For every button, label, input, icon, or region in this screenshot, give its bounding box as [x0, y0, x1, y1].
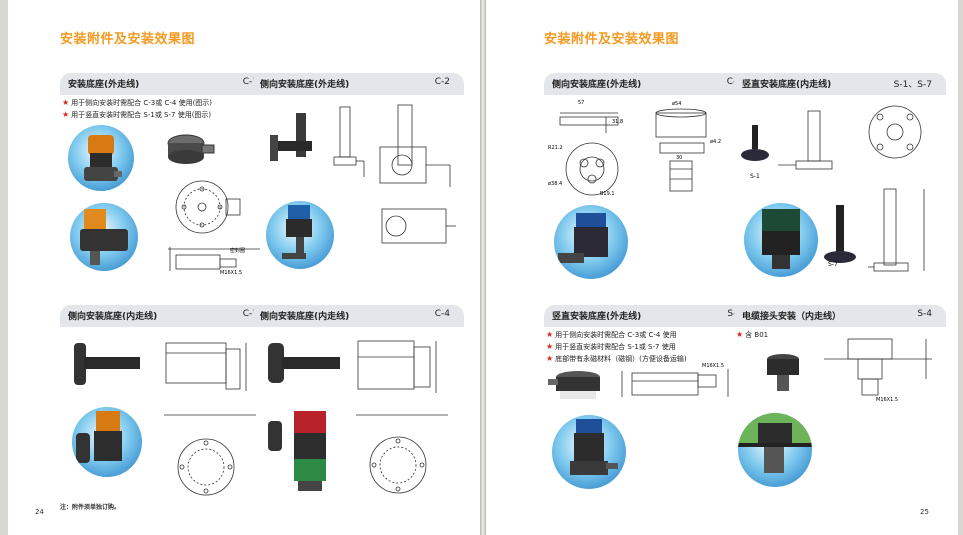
flange-drawing	[160, 411, 260, 511]
top-view-drawing	[372, 201, 460, 251]
dim-label: 30	[676, 155, 683, 161]
panel-title: 竖直安装底座(外走线)	[552, 312, 642, 322]
page-title: 安装附件及安装效果图	[544, 32, 680, 47]
panel-notes: ★含 B01	[736, 329, 946, 341]
star-icon: ★	[546, 354, 554, 363]
panel-c1: 安装底座(外走线) C-1 ★用于侧向安装时需配合 C-3或 C-4 使用(图示…	[60, 73, 272, 293]
drawing-label: M16X1.5	[220, 270, 243, 276]
note-item: ★用于侧向安装时需配合 C-3或 C-4 使用(图示)	[62, 98, 213, 107]
panel-code: C-3	[242, 309, 258, 319]
stack-photo	[264, 407, 340, 503]
side-drawing	[328, 103, 368, 183]
note-item: ★底部带有永磁材料（磁钢）(方便设备运输)	[546, 354, 687, 363]
drawing-label: S-7	[828, 261, 838, 268]
panel-title: 安装底座(外走线)	[68, 80, 140, 90]
panel-title: 侧向安装底座(外走线)	[260, 80, 350, 90]
technical-drawing	[370, 101, 462, 189]
star-icon: ★	[62, 110, 70, 119]
star-icon: ★	[62, 98, 70, 107]
panel-c6: 侧向安装底座(外走线) C-6 57 ø54 31.8 R21.2 ø38.4 …	[544, 73, 756, 293]
note-item: ★用于竖直安装时需配合 S-1或 S-7 使用	[546, 342, 676, 351]
s1-photo	[738, 121, 772, 169]
dim-label: ø4.2	[710, 139, 722, 145]
dim-label: B19.1	[600, 191, 615, 197]
product-photo	[70, 203, 138, 271]
technical-drawing: 57 ø54 31.8 R21.2 ø38.4 B19.1 30 ø4.2	[548, 99, 748, 199]
technical-drawing: M16X1.5	[818, 335, 938, 411]
page-title: 安装附件及安装效果图	[60, 32, 196, 47]
panel-notes: ★用于侧向安装时需配合 C-3或 C-4 使用 ★用于竖直安装时需配合 S-1或…	[546, 329, 756, 365]
panel-header: 安装底座(外走线) C-1	[60, 73, 272, 95]
panel-title: 电缆接头安装（内走线）	[742, 312, 842, 322]
panel-header: 竖直安装底座(内走线) S-1、S-7	[734, 73, 946, 95]
panel-title: 竖直安装底座(内走线)	[742, 80, 832, 90]
panel-code: C-4	[434, 309, 450, 319]
product-photo	[72, 407, 142, 477]
panel-header: 侧向安装底座(内走线) C-4	[252, 305, 464, 327]
s7-photo	[820, 201, 860, 271]
panel-code: S-1、S-7	[893, 80, 932, 90]
panel-c3: 侧向安装底座(内走线) C-3	[60, 305, 272, 525]
panel-s2: 竖直安装底座(外走线) S-2 ★用于侧向安装时需配合 C-3或 C-4 使用 …	[544, 305, 756, 525]
panel-header: 侧向安装底座(外走线) C-6	[544, 73, 756, 95]
product-photo	[738, 413, 812, 487]
note-item: ★含 B01	[736, 330, 769, 339]
dim-label: ø54	[672, 101, 682, 107]
drawing-label: 密封圈	[230, 248, 246, 254]
book-spine	[480, 0, 486, 535]
s1-top-view	[860, 97, 930, 167]
s7-drawing	[864, 183, 936, 279]
panel-title: 侧向安装底座(内走线)	[68, 312, 158, 322]
connector-photo	[762, 349, 804, 401]
page-number: 24	[35, 508, 44, 516]
drawing-label: M16X1.5	[876, 397, 899, 403]
dim-label: 31.8	[612, 119, 624, 125]
product-photo	[68, 125, 134, 191]
note-item: ★用于竖直安装时需配合 S-1或 S-7 使用(图示)	[62, 110, 212, 119]
product-photo	[744, 203, 818, 277]
left-page: 安装附件及安装效果图 安装底座(外走线) C-1 ★用于侧向安装时需配合 C-3…	[8, 0, 480, 535]
dim-label: 57	[578, 100, 585, 106]
base-isometric-drawing	[162, 129, 218, 169]
panel-c2: 侧向安装底座(外走线) C-2	[252, 73, 464, 293]
star-icon: ★	[546, 330, 554, 339]
side-drawing	[160, 335, 260, 399]
note-item: ★用于侧向安装时需配合 C-3或 C-4 使用	[546, 330, 677, 339]
bracket-photo	[68, 337, 146, 389]
panel-code: C-2	[434, 77, 450, 87]
base-photo	[548, 367, 614, 405]
bracket-photo	[264, 337, 344, 389]
dim-label: R21.2	[548, 145, 563, 151]
panel-title: 侧向安装底座(外走线)	[552, 80, 642, 90]
flange-drawing	[352, 411, 452, 511]
product-photo	[552, 415, 626, 489]
dim-label: ø38.4	[548, 181, 563, 187]
s1-drawing	[774, 107, 858, 177]
base-technical-drawing: 密封圈 M16X1.5	[164, 171, 264, 283]
panel-c4: 侧向安装底座(内走线) C-4	[252, 305, 464, 525]
side-drawing	[352, 335, 452, 401]
panel-header: 电缆接头安装（内走线） S-4	[734, 305, 946, 327]
panel-title: 侧向安装底座(内走线)	[260, 312, 350, 322]
panel-header: 侧向安装底座(外走线) C-2	[252, 73, 464, 95]
panel-header: 侧向安装底座(内走线) C-3	[60, 305, 272, 327]
panel-notes: ★用于侧向安装时需配合 C-3或 C-4 使用(图示) ★用于竖直安装时需配合 …	[62, 97, 272, 121]
star-icon: ★	[546, 342, 554, 351]
right-page: 安装附件及安装效果图 侧向安装底座(外走线) C-6 57 ø54 31.8 R…	[486, 0, 958, 535]
panel-code: S-4	[917, 309, 932, 319]
star-icon: ★	[736, 330, 744, 339]
page-number: 25	[920, 508, 929, 516]
panel-code: C-1	[242, 77, 258, 87]
drawing-label: M16X1.5	[702, 363, 725, 369]
panel-s1-s7: 竖直安装底座(内走线) S-1、S-7 S-1 S-7	[734, 73, 946, 293]
product-photo	[554, 205, 628, 279]
technical-drawing: M16X1.5	[618, 363, 748, 403]
panel-header: 竖直安装底座(外走线) S-2	[544, 305, 756, 327]
bracket-photo	[266, 107, 328, 173]
footnote: 注：附件须单独订购。	[60, 504, 121, 511]
product-photo	[266, 201, 334, 269]
panel-s4: 电缆接头安装（内走线） S-4 ★含 B01 M16X1.5	[734, 305, 946, 525]
drawing-label: S-1	[750, 173, 760, 180]
